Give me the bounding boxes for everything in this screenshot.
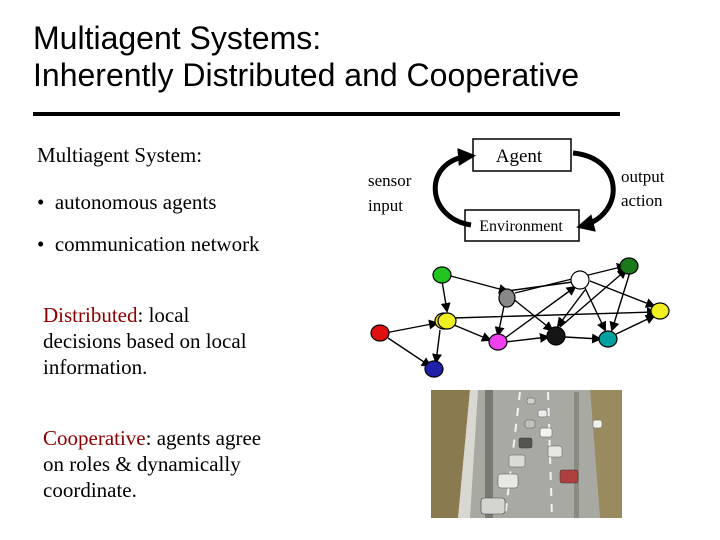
edge — [609, 271, 631, 332]
distributed-paragraph: Distributed: local decisions based on lo… — [43, 302, 333, 380]
edge — [446, 274, 509, 294]
output-label-1: output — [621, 167, 665, 186]
edge — [384, 319, 439, 334]
node-green-left — [432, 266, 452, 284]
title-underline — [33, 112, 620, 116]
environment-label: Environment — [479, 218, 563, 235]
agent-box — [472, 138, 572, 172]
bullet-autonomous-agents: • autonomous agents — [37, 190, 216, 215]
node-black — [546, 326, 566, 346]
cooperative-text-2: on roles & dynamically — [43, 452, 241, 476]
edge — [556, 289, 586, 328]
node-cyan — [598, 330, 618, 348]
distributed-term: Distributed — [43, 303, 138, 327]
edge — [564, 333, 602, 344]
cooperative-text-3: coordinate. — [43, 478, 137, 502]
sensor-label-2: input — [368, 196, 403, 215]
edge — [453, 324, 492, 342]
edge — [452, 307, 657, 319]
cooperative-paragraph: Cooperative: agents agree on roles & dyn… — [43, 425, 333, 503]
output-label-2: action — [621, 191, 663, 210]
edge — [440, 280, 451, 313]
distributed-text-1: : local — [137, 303, 190, 327]
node-yellow-right — [650, 302, 670, 320]
node-red — [370, 324, 390, 342]
sensor-label-1: sensor — [368, 171, 412, 190]
edge — [559, 268, 628, 328]
edge — [504, 332, 550, 343]
edge — [504, 285, 577, 339]
network-nodes — [370, 257, 670, 378]
bullet-symbol: • — [37, 232, 45, 256]
environment-box — [464, 209, 580, 242]
edge — [611, 314, 656, 337]
edge — [514, 263, 627, 294]
edge — [387, 337, 432, 368]
bullet-communication-network: • communication network — [37, 232, 260, 257]
action-arrow — [572, 150, 616, 232]
network-edges — [384, 263, 657, 368]
highway-traffic-photo — [431, 390, 622, 519]
bullet-symbol: • — [37, 190, 45, 214]
distributed-text-2: decisions based on local — [43, 329, 247, 353]
agent-label: Agent — [496, 146, 543, 167]
edge — [511, 297, 554, 332]
edge — [584, 287, 607, 332]
node-white — [570, 270, 590, 290]
node-green-right — [619, 257, 639, 275]
cooperative-text-1: : agents agree — [145, 426, 262, 450]
edge — [589, 280, 656, 308]
node-grey — [498, 288, 516, 308]
slide-title: Multiagent Systems: Inherently Distribut… — [33, 20, 579, 94]
sensor-arrow — [432, 148, 476, 228]
section-heading: Multiagent System: — [37, 143, 203, 167]
node-magenta — [488, 333, 508, 351]
title-line-1: Multiagent Systems: — [33, 20, 322, 56]
agent-environment-loop: Agent Environment sensor input output ac… — [368, 138, 665, 242]
node-blue — [424, 360, 444, 378]
bullet-text: autonomous agents — [54, 190, 217, 214]
cooperative-term: Cooperative — [43, 426, 146, 450]
edge — [432, 329, 442, 364]
distributed-text-3: information. — [43, 355, 148, 379]
node-yellow-mid — [437, 312, 457, 330]
bullet-text: communication network — [54, 232, 260, 256]
title-line-2: Inherently Distributed and Cooperative — [33, 57, 580, 93]
